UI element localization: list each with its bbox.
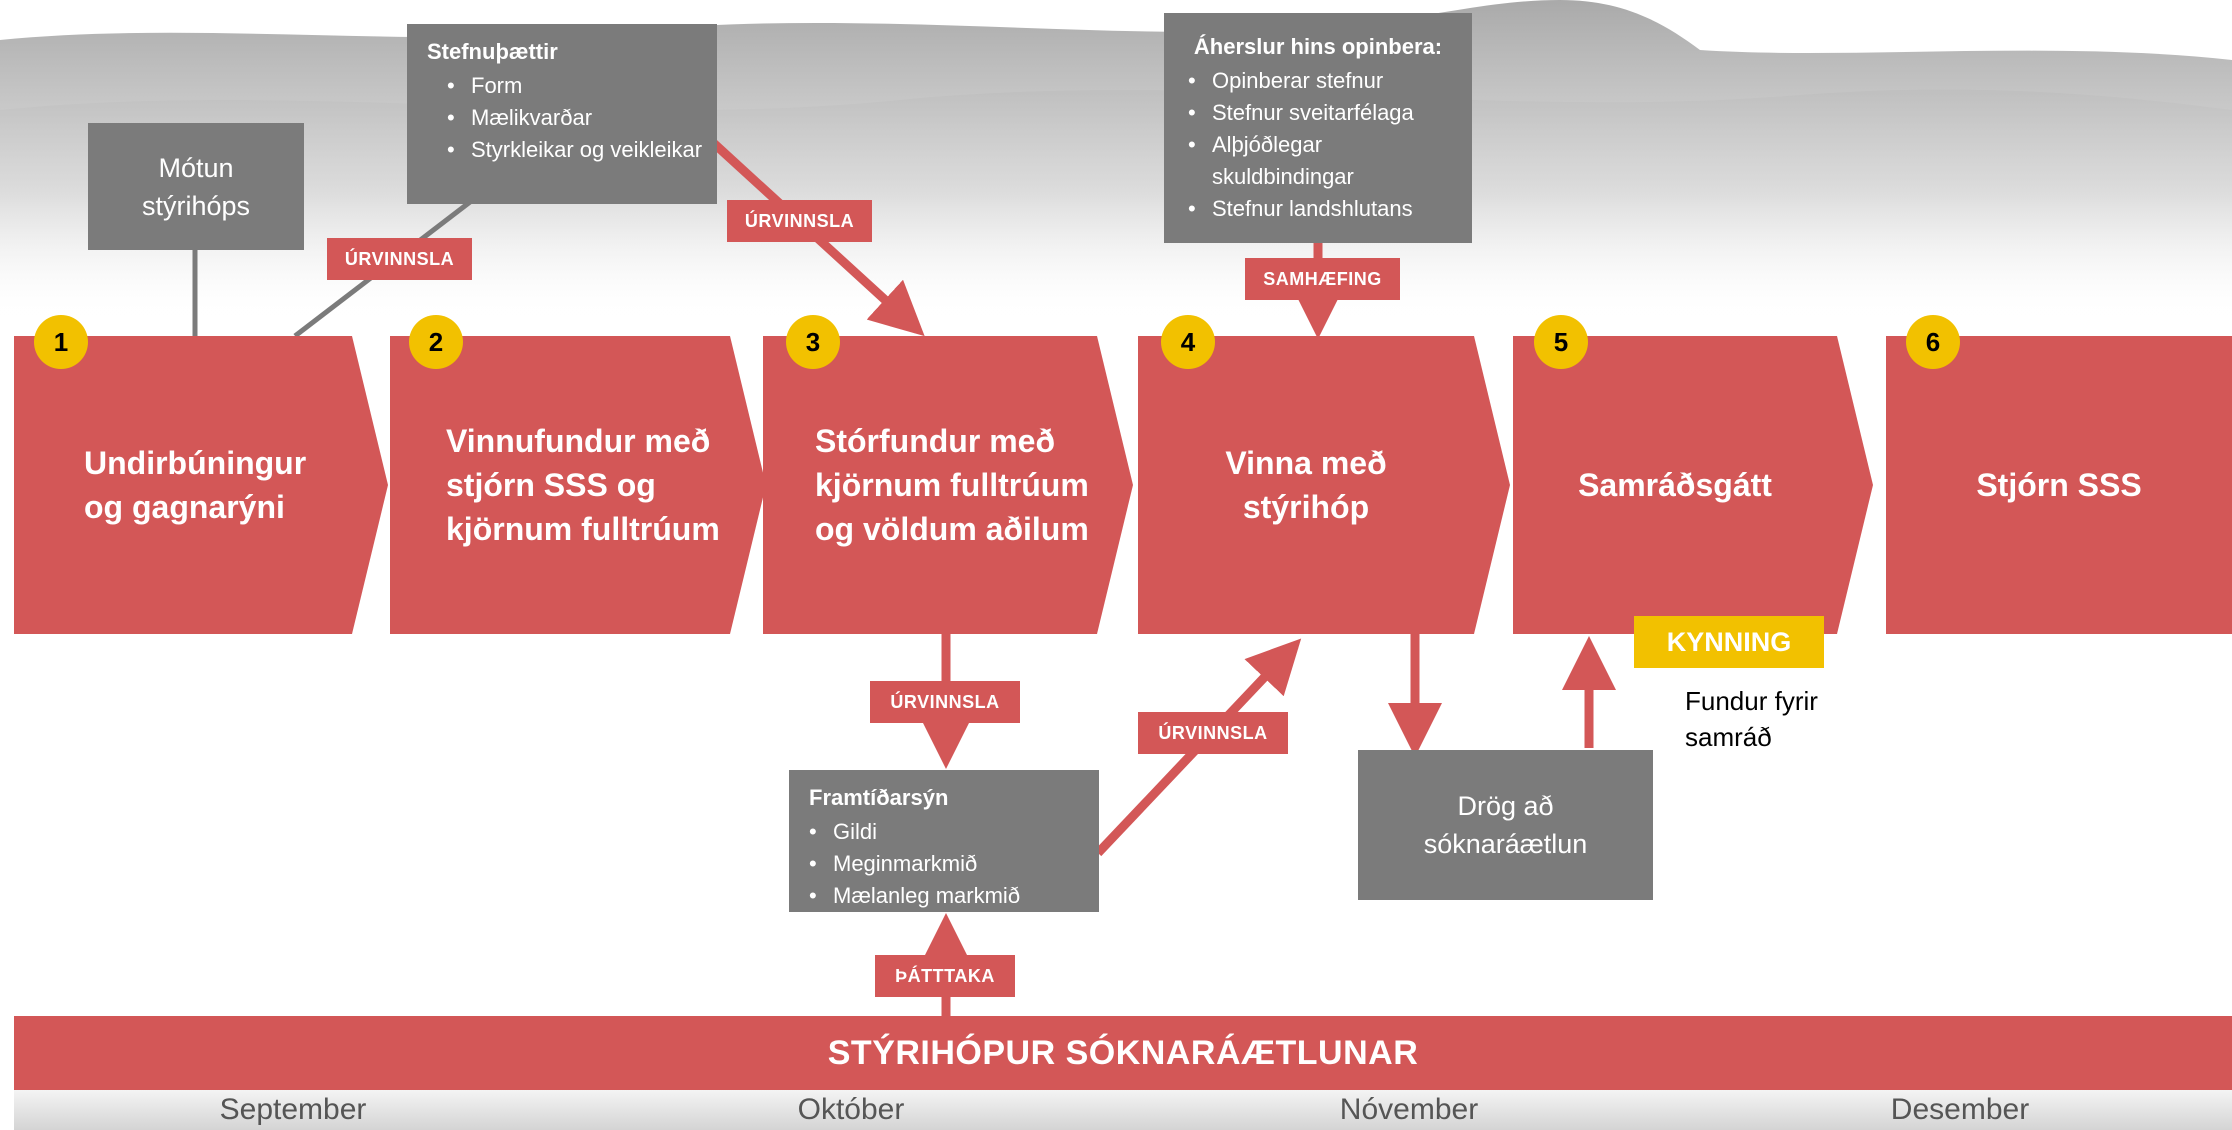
aherslur-item: Alþjóðlegar skuldbindingar bbox=[1188, 129, 1462, 193]
step-5-title: Samráðsgátt bbox=[1578, 467, 1772, 503]
month-september: September bbox=[14, 1090, 572, 1130]
step-6-title: Stjórn SSS bbox=[1976, 467, 2142, 503]
step-4-number: 4 bbox=[1161, 315, 1215, 369]
step-3-title: Stórfundur með kjörnum fulltrúum og völd… bbox=[815, 423, 1089, 547]
aherslur-title: Áherslur hins opinbera: bbox=[1193, 34, 1443, 59]
step-1: Undirbúningur og gagnarýni bbox=[14, 336, 388, 634]
framtidarsyn-item: Mælanleg markmið bbox=[809, 880, 1089, 912]
styrihopur-banner: STÝRIHÓPUR SÓKNARÁÆTLUNAR bbox=[14, 1016, 2232, 1091]
month-november: Nóvember bbox=[1130, 1090, 1688, 1130]
step-5: Samráðsgátt bbox=[1513, 336, 1873, 634]
stefnuthaettir-title: Stefnuþættir bbox=[427, 39, 558, 64]
aherslur-item: Stefnur landshlutans bbox=[1188, 193, 1462, 225]
month-oktober: Október bbox=[572, 1090, 1130, 1130]
urvinnsla-label: ÚRVINNSLA bbox=[1138, 712, 1288, 754]
urvinnsla-label: ÚRVINNSLA bbox=[727, 200, 872, 242]
drog-box: Drög að sóknaráætlun bbox=[1358, 750, 1653, 900]
aherslur-box: Áherslur hins opinbera: Opinberar stefnu… bbox=[1164, 13, 1472, 243]
step-6-number: 6 bbox=[1906, 315, 1960, 369]
thatttaka-label: ÞÁTTTAKA bbox=[875, 955, 1015, 997]
urvinnsla-label: ÚRVINNSLA bbox=[327, 238, 472, 280]
motun-box: Mótun stýrihóps bbox=[88, 123, 304, 250]
framtidarsyn-title: Framtíðarsýn bbox=[809, 785, 949, 810]
framtidarsyn-item: Gildi bbox=[809, 816, 1089, 848]
kynning-label: KYNNING bbox=[1634, 616, 1824, 668]
step-1-title: Undirbúningur og gagnarýni bbox=[84, 445, 307, 525]
step-2: Vinnufundur með stjórn SSS og kjörnum fu… bbox=[390, 336, 766, 634]
stefnuthaettir-item: Form bbox=[447, 70, 703, 102]
step-3-number: 3 bbox=[786, 315, 840, 369]
step-1-number: 1 bbox=[34, 315, 88, 369]
step-3: Stórfundur með kjörnum fulltrúum og völd… bbox=[763, 336, 1133, 634]
step-6: Stjórn SSS bbox=[1886, 336, 2232, 634]
framtidarsyn-item: Meginmarkmið bbox=[809, 848, 1089, 880]
month-desember: Desember bbox=[1688, 1090, 2232, 1130]
fundur-note: Fundur fyrir samráð bbox=[1685, 686, 1818, 752]
step-4-title: Vinna með stýrihóp bbox=[1225, 445, 1387, 525]
step-2-number: 2 bbox=[409, 315, 463, 369]
step-2-title: Vinnufundur með stjórn SSS og kjörnum fu… bbox=[446, 423, 720, 547]
aherslur-item: Opinberar stefnur bbox=[1188, 65, 1462, 97]
step-5-number: 5 bbox=[1534, 315, 1588, 369]
stefnuthaettir-box: Stefnuþættir Form Mælikvarðar Styrkleika… bbox=[407, 24, 717, 204]
stefnuthaettir-item: Mælikvarðar bbox=[447, 102, 703, 134]
step-4: Vinna með stýrihóp bbox=[1138, 336, 1510, 634]
framtidarsyn-box: Framtíðarsýn Gildi Meginmarkmið Mælanleg… bbox=[789, 770, 1099, 912]
stefnuthaettir-item: Styrkleikar og veikleikar bbox=[447, 134, 703, 166]
aherslur-item: Stefnur sveitarfélaga bbox=[1188, 97, 1462, 129]
samhaefing-label: SAMHÆFING bbox=[1245, 258, 1400, 300]
urvinnsla-label: ÚRVINNSLA bbox=[870, 681, 1020, 723]
